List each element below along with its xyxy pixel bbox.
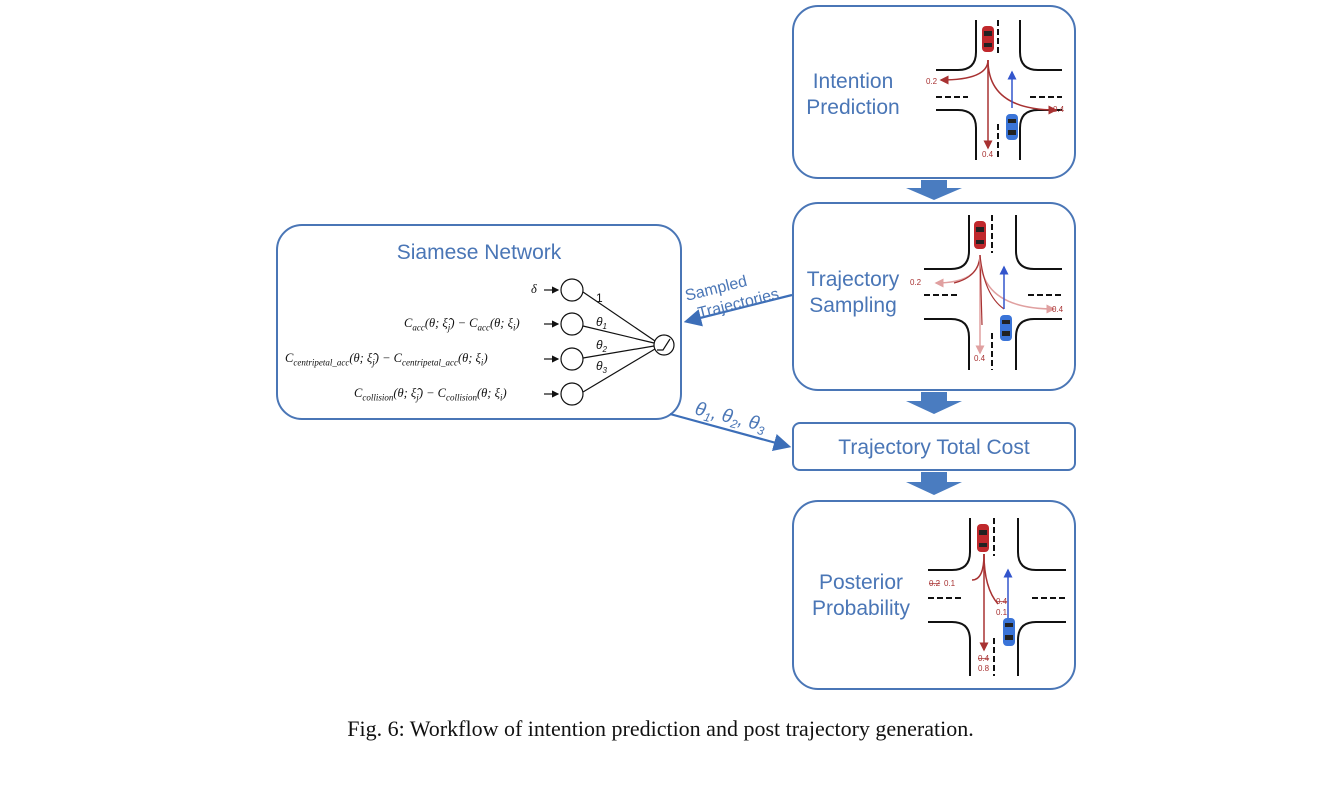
weight-1: 1 — [596, 291, 603, 305]
posterior-label-line2: Probability — [811, 597, 911, 620]
intention-label: Intention Prediction — [794, 69, 912, 121]
posterior-prob-left-new: 0.1 — [944, 579, 956, 588]
red-car — [977, 524, 989, 552]
trajectory-sampling-box — [792, 202, 1076, 391]
posterior-probability-box — [792, 500, 1076, 690]
weight-theta2: θ2 — [596, 338, 608, 354]
network-graphic — [544, 278, 675, 406]
total-cost-label: Trajectory Total Cost — [838, 436, 1030, 459]
posterior-prob-right-new: 0.1 — [996, 608, 1008, 617]
intersection-intention: 0.2 0.4 0.4 — [926, 20, 1065, 160]
posterior-prob-right-old: 0.4 — [996, 597, 1008, 606]
intention-prob-right: 0.4 — [1053, 105, 1065, 114]
posterior-prob-straight-new: 0.8 — [978, 664, 990, 673]
intention-label-line1: Intention — [812, 70, 894, 93]
thetas-text: θ1, θ2, θ3 — [692, 398, 768, 438]
siamese-network-title: Siamese Network — [396, 241, 562, 264]
weight-theta3: θ3 — [596, 359, 608, 375]
intersection-posterior: 0.2 0.1 0.4 0.1 0.4 0.8 — [928, 518, 1066, 676]
sampling-label: Trajectory Sampling — [794, 267, 912, 319]
red-car — [974, 221, 986, 249]
intention-prediction-box — [792, 5, 1076, 179]
intersection-sampling: 0.2 0.4 0.4 — [910, 215, 1064, 370]
svg-text:θ1, θ2, θ3: θ1, θ2, θ3 — [692, 398, 768, 438]
posterior-prob-straight-old: 0.4 — [978, 654, 990, 663]
intention-prob-straight: 0.4 — [982, 150, 994, 159]
sampling-prob-left: 0.2 — [910, 278, 922, 287]
weight-theta1: θ1 — [596, 315, 607, 331]
blue-car — [1003, 618, 1015, 646]
output-node — [653, 334, 675, 356]
posterior-label-line1: Posterior — [818, 571, 904, 594]
input-node-4 — [560, 382, 584, 406]
input-centripetal-label: Ccentripetal_acc(θ; ξ̂j) − Ccentripetal_… — [285, 351, 488, 368]
sampling-label-line1: Trajectory — [806, 268, 900, 291]
input-acc-label: Cacc(θ; ξ̂j) − Cacc(θ; ξi) — [404, 316, 520, 333]
blue-car — [1006, 114, 1018, 140]
input-node-1 — [560, 278, 584, 302]
trajectory-total-cost-box — [792, 422, 1076, 471]
sampling-prob-straight: 0.4 — [974, 354, 986, 363]
sampled-trajectories-arrow — [683, 293, 793, 327]
input-collision-label: Ccollision(θ; ξ̂j) − Ccollision(θ; ξi) — [354, 386, 507, 403]
sampling-label-line2: Sampling — [809, 294, 897, 317]
posterior-prob-left-old: 0.2 — [929, 579, 941, 588]
intention-prob-left: 0.2 — [926, 77, 938, 86]
red-car — [982, 26, 994, 52]
sampled-trajectories-text: Sampled Trajectories — [683, 273, 780, 322]
sampling-prob-right: 0.4 — [1052, 305, 1064, 314]
posterior-label: Posterior Probability — [802, 570, 920, 622]
flow-arrows — [906, 180, 962, 495]
intention-label-line2: Prediction — [806, 96, 900, 119]
input-delta-label: δ — [531, 282, 537, 296]
input-node-2 — [560, 312, 584, 336]
blue-car — [1000, 315, 1012, 341]
input-node-3 — [560, 347, 584, 371]
siamese-network-box — [276, 224, 682, 420]
figure-caption: Fig. 6: Workflow of intention prediction… — [347, 716, 974, 741]
thetas-arrow — [669, 412, 792, 452]
